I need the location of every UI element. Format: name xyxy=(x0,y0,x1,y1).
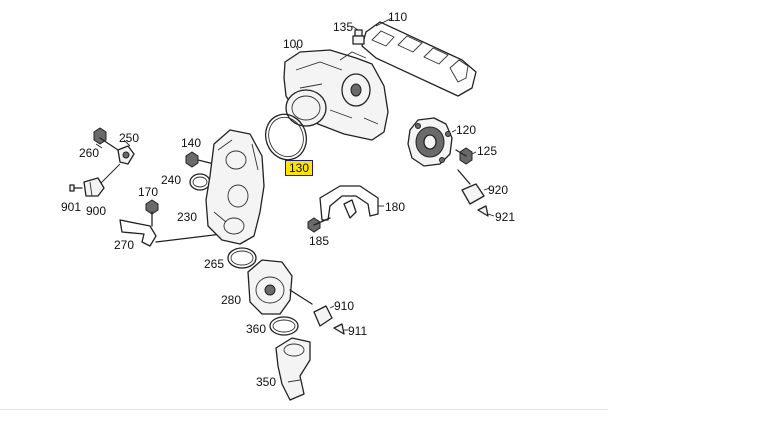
part-label-360[interactable]: 360 xyxy=(246,322,267,336)
part-label-135[interactable]: 135 xyxy=(333,20,354,34)
part-label-185[interactable]: 185 xyxy=(309,234,330,248)
part-label-350[interactable]: 350 xyxy=(256,375,277,389)
part-110-gasket xyxy=(361,17,477,97)
part-280-housing xyxy=(247,259,313,315)
part-180-bracket xyxy=(319,185,384,221)
part-185-bolt xyxy=(307,217,331,233)
part-260-bolt xyxy=(93,127,119,151)
part-140-bolt xyxy=(185,151,215,168)
part-label-100[interactable]: 100 xyxy=(283,37,304,51)
part-label-120[interactable]: 120 xyxy=(456,123,477,137)
part-label-250[interactable]: 250 xyxy=(119,131,140,145)
part-label-910[interactable]: 910 xyxy=(334,299,355,313)
part-label-270[interactable]: 270 xyxy=(114,238,135,252)
part-901-pin xyxy=(69,184,83,192)
part-label-110[interactable]: 110 xyxy=(388,10,408,24)
part-label-140[interactable]: 140 xyxy=(181,136,202,150)
part-label-265[interactable]: 265 xyxy=(204,257,225,271)
part-label-180[interactable]: 180 xyxy=(385,200,406,214)
part-label-130-highlighted[interactable]: 130 xyxy=(285,160,314,176)
part-120-pump xyxy=(407,117,457,167)
blank-area xyxy=(608,0,757,426)
part-130-oring xyxy=(264,113,308,161)
part-label-900[interactable]: 900 xyxy=(86,204,107,218)
part-label-920[interactable]: 920 xyxy=(488,183,509,197)
part-910-sensor xyxy=(313,305,335,327)
part-label-230[interactable]: 230 xyxy=(177,210,198,224)
part-label-921[interactable]: 921 xyxy=(495,210,516,224)
part-label-901[interactable]: 901 xyxy=(61,200,82,214)
part-label-125[interactable]: 125 xyxy=(477,144,498,158)
part-label-260[interactable]: 260 xyxy=(79,146,100,160)
part-240-ring xyxy=(189,173,211,191)
part-360-ring xyxy=(269,316,299,336)
part-label-240[interactable]: 240 xyxy=(161,173,182,187)
part-230-manifold xyxy=(205,129,265,245)
part-100-housing xyxy=(283,45,389,141)
part-label-170[interactable]: 170 xyxy=(138,185,159,199)
part-250-sensor xyxy=(117,139,135,165)
part-270-bracket xyxy=(119,219,223,247)
part-900-connector xyxy=(83,177,105,197)
part-350-elbow xyxy=(275,337,311,401)
part-135-plug xyxy=(351,25,365,45)
part-170-bolt xyxy=(145,199,159,227)
part-265-ring xyxy=(227,247,257,269)
part-921-connector xyxy=(477,205,495,217)
part-911-connector xyxy=(333,323,348,335)
part-125-bolt xyxy=(455,147,477,165)
frame-bottom-edge xyxy=(0,409,609,410)
part-label-280[interactable]: 280 xyxy=(221,293,242,307)
part-label-911[interactable]: 911 xyxy=(348,324,368,338)
part-920-sensor xyxy=(457,169,491,205)
